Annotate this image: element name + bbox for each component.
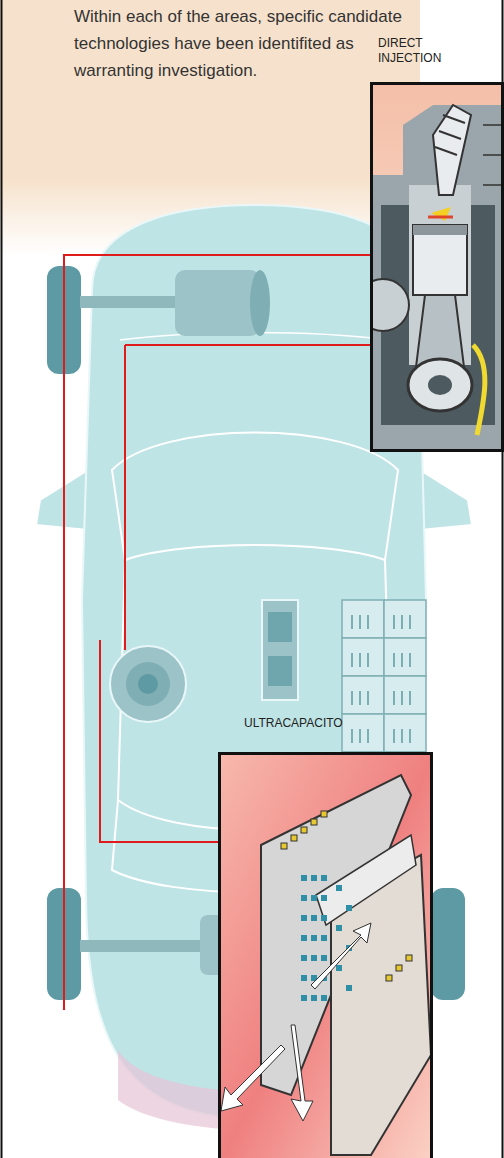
inset-callout: ULTRACAPACITO (218, 712, 433, 1158)
body-text: Within each of the areas, specific candi… (74, 3, 419, 84)
inset-heading: ULTRACAPACITO (244, 716, 424, 731)
inset-frame (218, 752, 433, 1158)
inset-frame (370, 82, 504, 452)
inset-callout: DIRECT INJECTION (370, 30, 504, 452)
inset-heading: DIRECT INJECTION (378, 36, 458, 66)
ultracapacitor-cutaway (221, 755, 433, 1158)
engine-cutaway (373, 85, 504, 452)
